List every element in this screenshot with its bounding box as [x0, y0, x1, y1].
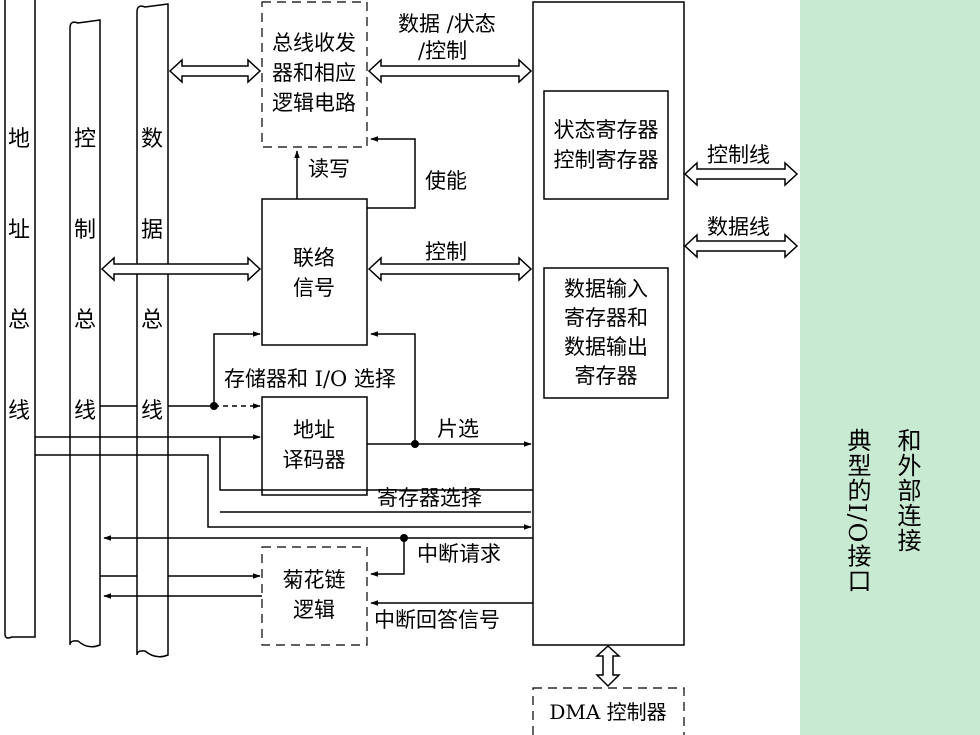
enable-label: 使能 [425, 169, 467, 193]
link-signal-line-2: 信号 [293, 276, 335, 300]
address-decoder-block [261, 396, 368, 496]
daisy-chain-line-1: 菊花链 [283, 568, 346, 592]
databus-transceiver-double-arrow [168, 58, 262, 84]
data-status-control-label-2: /控制 [418, 39, 467, 63]
link-signal-line-1: 联络 [293, 246, 335, 270]
control-register-label: 控制寄存器 [554, 148, 659, 172]
address-bus-char-3: 总 [8, 308, 30, 333]
dma-double-arrow [595, 644, 621, 688]
address-bus-char-2: 址 [8, 218, 30, 243]
status-register-label: 状态寄存器 [554, 118, 659, 142]
read-write-label: 读写 [308, 157, 350, 181]
enable-line [367, 136, 416, 209]
chip-select-label: 片选 [437, 417, 479, 441]
data-register-line-4: 寄存器 [575, 364, 638, 388]
data-line-label: 数据线 [707, 215, 770, 239]
data-bus [136, 3, 169, 658]
bus-transceiver-line-3: 逻辑电路 [272, 91, 356, 115]
address-bus-char-4: 线 [8, 399, 30, 424]
address-bus [4, 0, 36, 639]
control-bus-char-4: 线 [74, 399, 96, 424]
data-status-control-label-1: 数据 /状态 [398, 12, 496, 36]
chip-select-junction-dot [411, 440, 419, 448]
bus-transceiver-line-2: 器和相应 [272, 61, 356, 85]
address-decoder-line-1: 地址 [293, 418, 335, 442]
controlbus-link-double-arrow [100, 256, 262, 282]
control-bus-char-1: 控 [74, 127, 96, 152]
bus-transceiver-line-1: 总线收发 [272, 31, 356, 55]
interrupt-junction-dot [400, 534, 408, 542]
address-decoder-line-2: 译码器 [283, 448, 346, 472]
dma-controller-block [532, 687, 685, 735]
interrupt-request-label: 中断请求 [417, 542, 501, 566]
status-control-register-block [543, 90, 669, 200]
control-bus-char-2: 制 [74, 218, 96, 243]
side-panel [800, 0, 980, 735]
interrupt-ack-label: 中断回答信号 [374, 608, 500, 632]
mem-io-select-label: 存储器和 I/O 选择 [224, 367, 396, 391]
interrupt-request-to-chain-line [370, 538, 405, 577]
select-to-link-line [213, 331, 261, 406]
data-bus-char-1: 数 [141, 127, 163, 152]
link-registers-double-arrow [367, 256, 533, 282]
daisy-chain-block [261, 546, 368, 646]
select-junction-dot [210, 402, 218, 410]
data-bus-char-4: 线 [141, 399, 163, 424]
data-line-double-arrow [683, 233, 799, 259]
panel-title-line-1: 和外部连接 [893, 428, 921, 553]
control-bus-char-3: 总 [74, 308, 96, 333]
bus-transceiver-block [261, 1, 368, 148]
control-line-double-arrow [683, 161, 799, 187]
link-signal-block [261, 198, 368, 346]
control-label: 控制 [425, 240, 467, 264]
dma-controller-label: DMA 控制器 [549, 700, 666, 724]
register-select-line [35, 454, 532, 530]
data-register-line-3: 数据输出 [564, 335, 648, 359]
data-bus-char-3: 总 [141, 308, 163, 333]
control-line-label: 控制线 [707, 143, 770, 167]
transceiver-registers-double-arrow [367, 58, 533, 84]
address-bus-char-1: 地 [8, 127, 30, 152]
data-register-line-2: 寄存器和 [564, 306, 648, 330]
panel-title-line-2: 典型的I/O接口 [843, 428, 871, 594]
control-bus [69, 19, 101, 648]
data-register-line-1: 数据输入 [564, 277, 648, 301]
io-interface-diagram: 地 址 总 线 控 制 总 线 数 据 总 线 总线收发 器和相应 逻辑电路 联… [4, 0, 799, 735]
daisy-chain-line-2: 逻辑 [293, 598, 335, 622]
data-bus-char-2: 据 [141, 218, 163, 243]
data-register-block [543, 267, 669, 399]
chip-select-to-link-line [370, 331, 416, 444]
address-bus-to-decoder-line [35, 436, 533, 491]
register-select-label: 寄存器选择 [377, 486, 482, 510]
